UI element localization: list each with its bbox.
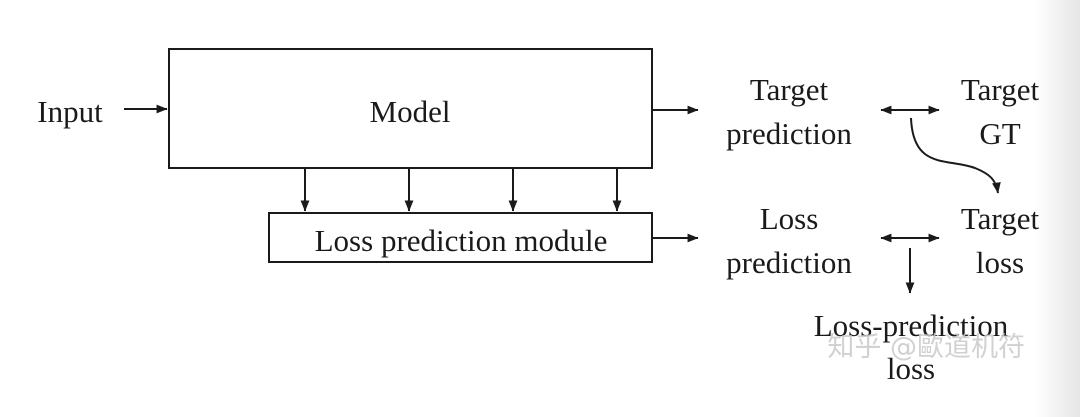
input-label: Input xyxy=(37,94,103,129)
loss-prediction-loss-line-2: loss xyxy=(887,351,935,386)
loss-prediction-loss-line-1: Loss-prediction xyxy=(814,308,1009,343)
loss-module-label: Loss prediction module xyxy=(315,223,608,258)
model-box xyxy=(168,48,653,169)
target-gt-line-1: Target xyxy=(961,72,1040,107)
target-gt-line-2: GT xyxy=(979,116,1020,151)
target-loss-curved-arrow xyxy=(910,117,1001,194)
target-prediction-line-1: Target xyxy=(750,72,829,107)
model-label: Model xyxy=(370,94,451,129)
target-loss-line-1: Target xyxy=(961,201,1040,236)
target-prediction-line-2: prediction xyxy=(726,116,852,151)
watermark-text: 知乎 @歐道机符 xyxy=(827,332,1025,363)
loss-prediction-line-2: prediction xyxy=(726,245,852,280)
target-loss-line-2: loss xyxy=(976,245,1024,280)
loss-prediction-line-1: Loss xyxy=(760,201,819,236)
edge-shadow xyxy=(1034,0,1080,417)
